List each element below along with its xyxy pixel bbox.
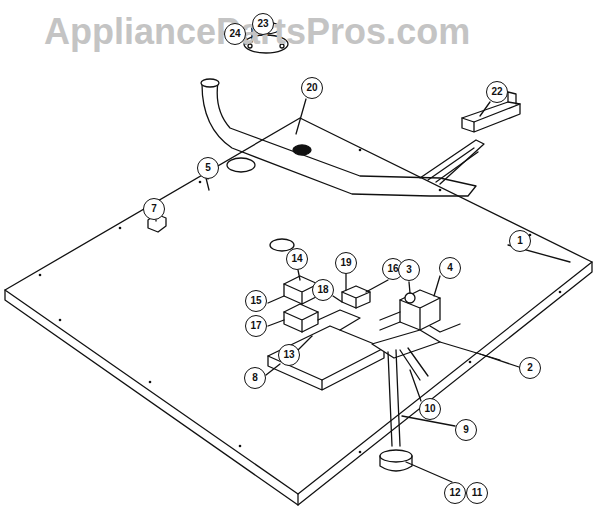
callout-number: 23 — [252, 13, 274, 35]
callout-number: 17 — [245, 315, 267, 337]
callout-number: 20 — [301, 77, 323, 99]
callout-number: 15 — [245, 290, 267, 312]
callout-number: 22 — [486, 81, 508, 103]
callout-number: 8 — [244, 367, 266, 389]
callout-number: 9 — [455, 419, 477, 441]
callout-number: 10 — [419, 398, 441, 420]
callout-number: 2 — [519, 357, 541, 379]
callout-number: 7 — [143, 198, 165, 220]
callout-number: 24 — [224, 23, 246, 45]
callout-number: 1 — [509, 230, 531, 252]
callout-number: 4 — [439, 257, 461, 279]
callout-number: 11 — [466, 482, 488, 504]
callout-number: 12 — [444, 482, 466, 504]
callout-number: 14 — [286, 248, 308, 270]
callout-number: 19 — [335, 252, 357, 274]
callout-number: 5 — [197, 157, 219, 179]
callout-number: 3 — [398, 259, 420, 281]
callout-number: 13 — [278, 344, 300, 366]
callout-number: 18 — [312, 279, 334, 301]
